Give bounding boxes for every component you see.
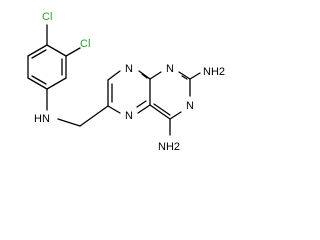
bond	[46, 44, 67, 57]
bond	[181, 75, 188, 80]
chlorine-atom-label: Cl	[42, 11, 52, 23]
dichlorophenyl-ring	[27, 44, 67, 90]
pyrimidine-nitrogen-label: N	[186, 100, 194, 112]
pyrazine-nitrogen-label: N	[125, 110, 133, 122]
bond	[149, 71, 162, 80]
bond	[137, 104, 151, 114]
bond	[31, 49, 47, 59]
bond	[138, 70, 151, 80]
bond	[107, 70, 121, 81]
pyrazine-ring	[107, 70, 151, 114]
bond-amine-methylene	[57, 118, 81, 127]
bond-methylene-ring	[79, 105, 109, 127]
bond	[149, 104, 171, 120]
amine-nh-label: HN	[34, 113, 50, 125]
pyrimidine-ring	[149, 71, 191, 120]
pyrazine-nitrogen-label: N	[125, 63, 133, 75]
bond	[27, 44, 48, 57]
chlorine-atom-label: Cl	[80, 38, 90, 50]
structure-diagram: Cl Cl HN N N N N NH2 NH2	[27, 11, 225, 153]
pyrimidine-nitrogen-label: N	[166, 63, 174, 75]
bond	[107, 105, 121, 114]
amino-group-label: NH2	[203, 66, 225, 78]
bond	[46, 77, 67, 90]
bond	[136, 100, 147, 108]
bond	[141, 73, 148, 79]
bond-to-amino	[189, 72, 201, 80]
bond-to-chlorine	[65, 47, 81, 57]
amino-group-label: NH2	[158, 141, 180, 153]
molecule-drawing: Cl Cl HN N N N N NH2 NH2	[27, 11, 225, 153]
bond	[153, 103, 171, 116]
bond	[31, 75, 47, 85]
bond	[178, 71, 191, 80]
bond	[27, 77, 48, 90]
bond	[169, 111, 182, 120]
